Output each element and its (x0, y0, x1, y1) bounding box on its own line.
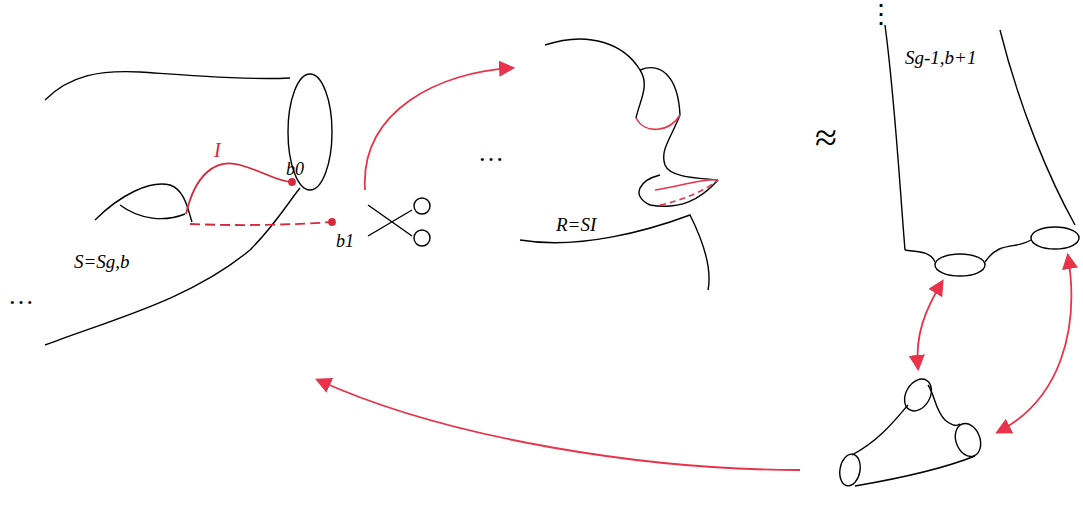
handle (414, 230, 430, 246)
surface-outline (520, 215, 709, 290)
cut-arrow (365, 68, 512, 190)
surface-genus-reduced (885, 25, 1079, 276)
arc-i (186, 163, 335, 225)
surface-outline (640, 68, 680, 115)
return-arrow (318, 380, 800, 470)
point-name: b0 (286, 160, 304, 178)
arc-hidden (190, 222, 332, 225)
pants-surface (837, 374, 985, 487)
surface-r (520, 39, 718, 290)
point-name: b1 (336, 232, 354, 250)
glue-arrow (998, 256, 1071, 432)
pants-outline (928, 385, 960, 425)
surface-outline (1000, 30, 1075, 225)
surface-name: S=Sg,b (74, 252, 130, 271)
surface-outline (545, 39, 644, 118)
handle-arc (120, 205, 185, 219)
endpoint-dot (329, 219, 335, 225)
cuff (837, 453, 862, 488)
ellipsis: … (478, 140, 504, 166)
blade (368, 210, 412, 236)
pants-outline (855, 456, 975, 486)
ellipsis: ⋮ (868, 2, 894, 28)
cut-edges (636, 115, 718, 205)
surface-outline (905, 250, 935, 262)
cut-edge (655, 180, 718, 190)
surface-outline (985, 240, 1031, 262)
surface-s (45, 72, 332, 345)
glue-arrow (917, 282, 942, 368)
ellipsis: … (8, 283, 34, 309)
surface-outline (45, 188, 300, 345)
cut-edge (636, 115, 680, 129)
homeomorphic-symbol: ≈ (815, 118, 837, 158)
surface-outline (885, 25, 905, 250)
scissors-symbol (368, 198, 430, 246)
surface-name: R=SI (556, 215, 596, 234)
arc (186, 163, 292, 214)
handle (414, 198, 430, 214)
arc-name: I (214, 140, 221, 160)
glue-arrows (318, 256, 1071, 470)
blade (368, 205, 412, 236)
boundary-circle (935, 254, 985, 276)
surface-outline (639, 175, 718, 206)
surface-name: Sg-1,b+1 (905, 48, 976, 67)
handle-arc (95, 184, 192, 222)
boundary-circle (1031, 227, 1079, 249)
surface-outline (45, 72, 290, 100)
cut-edge (660, 180, 718, 205)
pants-outline (852, 405, 908, 455)
endpoint-dot (289, 179, 295, 185)
